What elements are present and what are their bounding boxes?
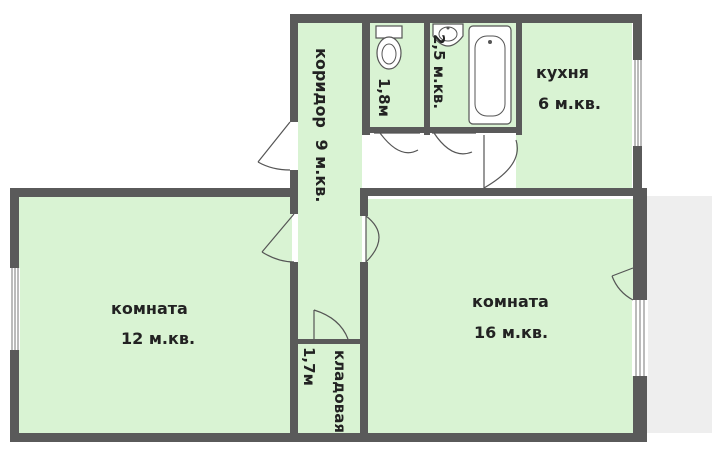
door-room-left — [261, 213, 295, 263]
corridor-label: коридор 9 м.кв. — [312, 48, 331, 202]
corridor-area — [298, 22, 362, 433]
room-right-area: 16 м.кв. — [474, 323, 548, 342]
bathtub-icon — [468, 25, 512, 125]
door-toilet — [374, 132, 420, 154]
pantry-area: 1,7м — [300, 347, 318, 386]
wall-corridor-left-lower — [290, 262, 298, 442]
door-room-right — [365, 215, 380, 263]
wall-bath-kitchen — [516, 14, 522, 135]
wall-pantry-top — [298, 339, 362, 344]
kitchen-name: кухня — [536, 63, 589, 82]
wall-toilet-left — [362, 14, 370, 135]
room-left-area — [19, 196, 292, 433]
toilet-area — [370, 22, 424, 127]
kitchen-area: 6 м.кв. — [538, 94, 601, 113]
entrance-door — [257, 121, 291, 171]
room-right-area — [366, 199, 633, 433]
wall-corridor-left-upper — [290, 14, 298, 122]
wall-kitchen-bottom — [360, 188, 642, 196]
pantry-name: кладовая — [331, 350, 349, 433]
balcony — [646, 196, 712, 433]
wall-toilet-bath — [424, 14, 430, 135]
door-bathroom — [432, 132, 476, 155]
door-balcony — [611, 267, 634, 301]
wall-room-right-left-upper — [360, 188, 368, 216]
wall-wetblock-bottom — [362, 127, 522, 133]
wall-room-right-left-lower — [360, 262, 368, 442]
door-pantry — [313, 309, 349, 340]
door-kitchen — [483, 135, 518, 189]
sink-icon — [432, 23, 464, 47]
wall-left-top — [10, 188, 298, 197]
wall-top — [290, 14, 642, 23]
toilet-icon — [375, 25, 403, 70]
room-right-name: комната — [472, 292, 549, 311]
kitchen-area — [516, 22, 632, 188]
wall-bottom — [10, 433, 647, 442]
room-left-name: комната — [111, 299, 188, 318]
room-left-area: 12 м.кв. — [121, 329, 195, 348]
bathroom-label: 2,5 м.кв. — [430, 34, 448, 109]
toilet-label: 1,8м — [375, 78, 393, 117]
wall-corridor-left-mid — [290, 170, 298, 214]
